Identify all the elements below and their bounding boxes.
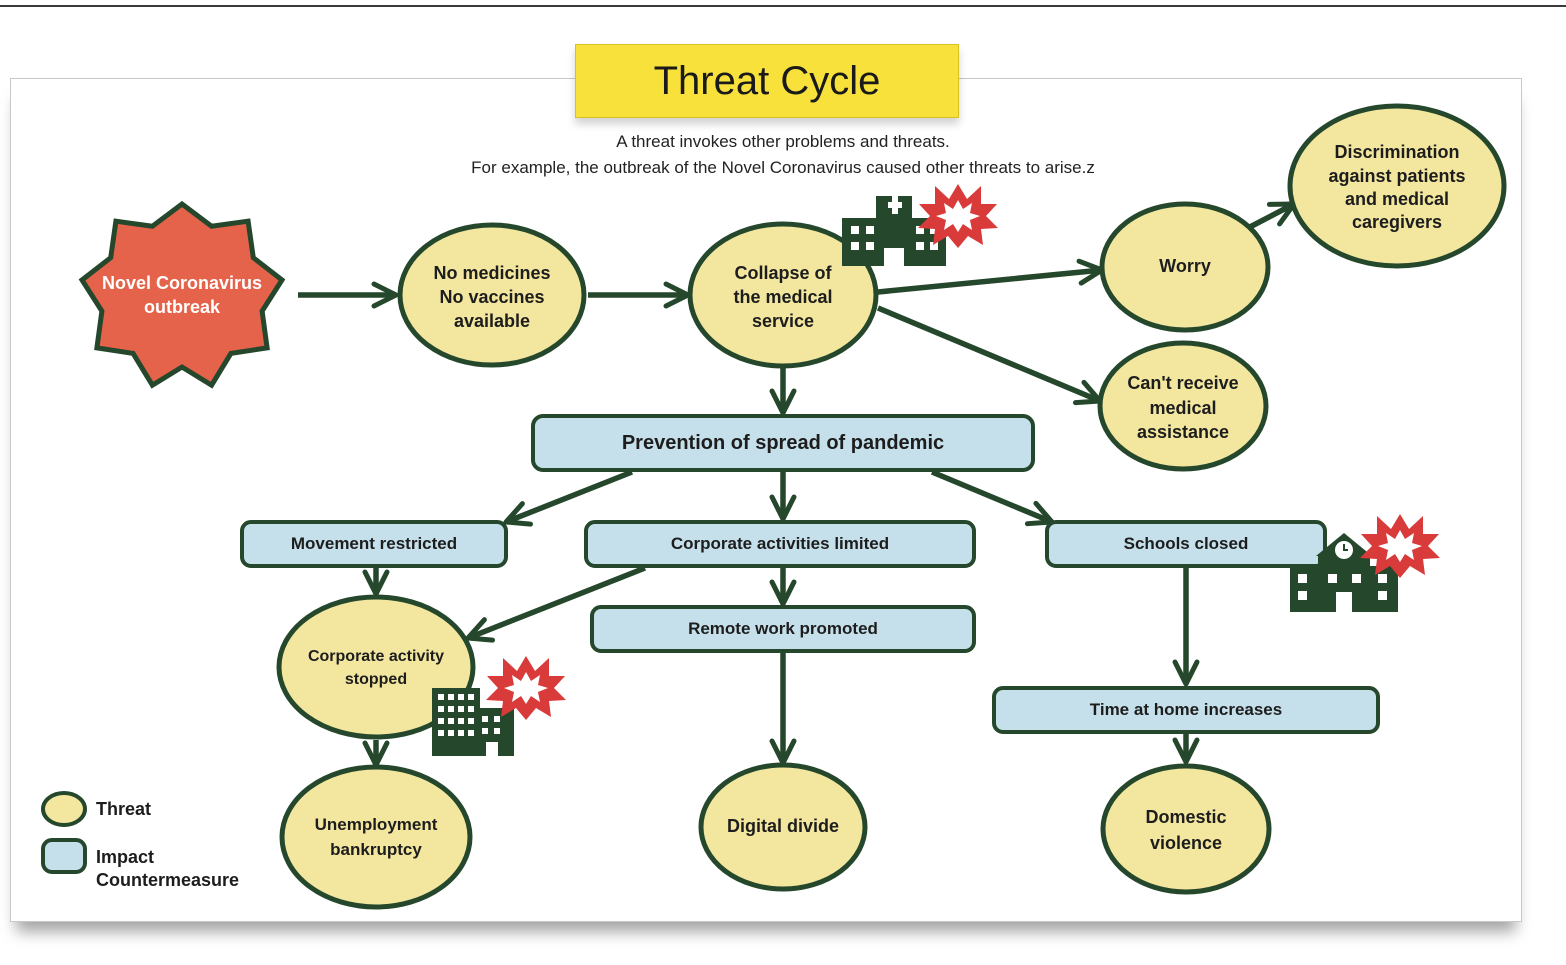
node-domestic-violence-label: Domestic violence: [1145, 806, 1227, 853]
node-prevention-shape: [531, 414, 1035, 472]
top-rule: [0, 5, 1566, 7]
arrow-collapse-to-worry: [877, 258, 1105, 295]
school-icon: [1290, 533, 1398, 612]
node-discrimination-shape: [1287, 103, 1507, 269]
node-schools-shape: [1045, 520, 1327, 568]
node-corporate-limited-shape: [584, 520, 976, 568]
node-cant-receive-shape: [1097, 340, 1269, 472]
node-discrimination-label: Discrimination against patients and medi…: [1328, 142, 1466, 233]
subtitle-line-2: For example, the outbreak of the Novel C…: [471, 158, 1095, 177]
arrow-corporate-limited-to-corporate-stopped: [465, 565, 647, 643]
node-corporate-stopped-label: Corporate activity stopped: [307, 647, 445, 688]
legend-impact-swatch: [41, 838, 87, 874]
node-no-medicines-shape: [397, 222, 587, 368]
arrow-collapse-to-cant-receive: [876, 305, 1103, 406]
arrow-prevention-to-schools: [930, 469, 1055, 527]
arrow-prevention-to-movement: [503, 469, 634, 527]
node-worry-shape: [1099, 201, 1271, 333]
node-outbreak-label: Novel Coronavirus outbreak: [101, 272, 263, 317]
node-corporate-stopped-shape: [276, 594, 476, 740]
node-digital-divide-label: Digital divide: [726, 816, 840, 837]
node-prevention-label: Prevention of spread of pandemic: [621, 431, 945, 454]
node-remote-work-label: Remote work promoted: [688, 618, 878, 638]
node-worry-label: Worry: [1159, 256, 1211, 277]
node-time-home-shape: [992, 686, 1380, 734]
connectors: [298, 201, 1297, 768]
node-unemployment-label: Unemployment bankruptcy: [314, 815, 438, 859]
node-collapse-shape: [687, 221, 879, 369]
node-movement-label: Movement restricted: [290, 533, 458, 553]
node-corporate-limited-label: Corporate activities limited: [670, 533, 890, 553]
hospital-icon: [842, 196, 946, 266]
subtitle-line-1: A threat invokes other problems and thre…: [616, 132, 950, 151]
node-cant-receive-label: Can't receive medical assistance: [1127, 372, 1239, 443]
legend-threat-swatch: [41, 791, 87, 827]
node-schools-label: Schools closed: [1123, 533, 1249, 553]
burst-icon: [1360, 514, 1440, 578]
outbreak-star-shape: [78, 200, 286, 389]
legend-threat-label: Threat: [96, 799, 152, 819]
legend-impact-label: Impact Countermeasure: [96, 847, 240, 891]
node-domestic-violence-shape: [1100, 763, 1272, 895]
burst-icon: [918, 184, 998, 248]
node-collapse-label: Collapse of the medical service: [733, 262, 833, 332]
node-time-home-label: Time at home increases: [1089, 699, 1283, 719]
node-movement-shape: [240, 520, 508, 568]
node-remote-work-shape: [590, 605, 976, 653]
office-building-icon: [432, 688, 514, 756]
diagram-title: Threat Cycle: [575, 44, 959, 118]
arrow-worry-to-discrimination: [1246, 201, 1297, 231]
impact-boxes: [240, 414, 1380, 734]
burst-icon: [486, 656, 566, 720]
node-no-medicines-label: No medicines No vaccines available: [433, 262, 551, 332]
node-digital-divide-shape: [698, 762, 868, 892]
threat-circles: [276, 103, 1507, 910]
node-unemployment-shape: [279, 764, 473, 910]
